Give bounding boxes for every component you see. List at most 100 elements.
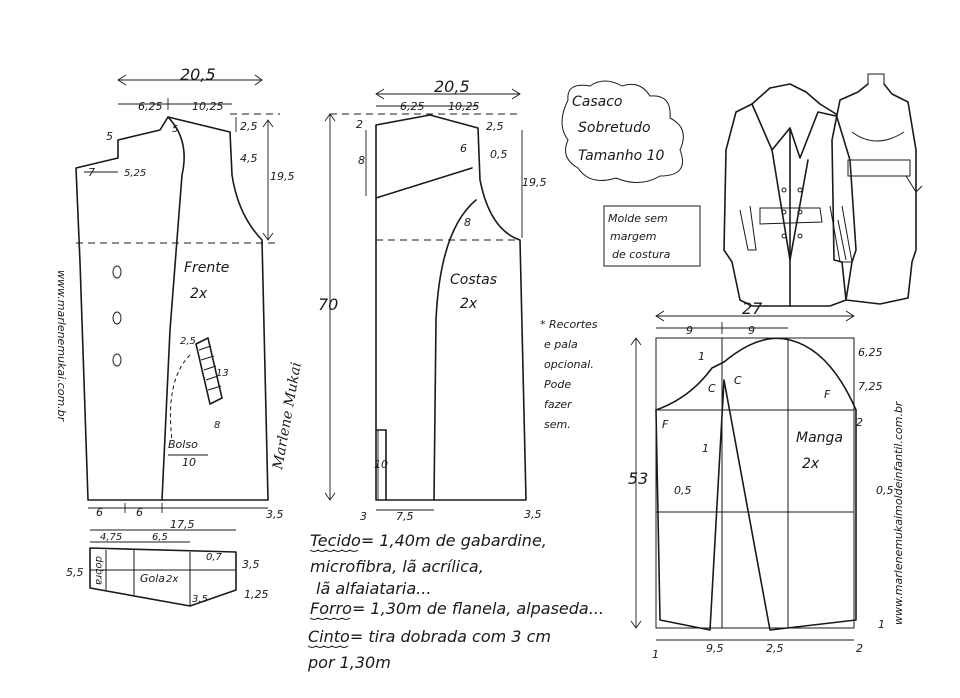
svg-text:19,5: 19,5	[522, 176, 547, 189]
back-piece: 20,5 6,25 10,25 2 2,5 8 6 0,5 19,5 8 70 …	[318, 77, 547, 523]
svg-text:C: C	[708, 382, 716, 395]
back-label: Costas	[450, 272, 497, 288]
svg-text:5,25: 5,25	[124, 168, 146, 179]
svg-text:sem.: sem.	[544, 418, 571, 431]
sleeve-piece: 27 9 9 6,25 7,25 53 1 C C F F 2 1 Manga …	[628, 299, 894, 661]
svg-text:1: 1	[698, 350, 705, 363]
watermark-right: www.marlenemukaimoldeinfantil.com.br	[892, 400, 905, 625]
fabric-notes: Tecido= 1,40m de gabardine, microfibra, …	[307, 531, 604, 672]
button-2	[112, 311, 122, 325]
sleeve-cap	[655, 337, 857, 411]
svg-text:Tecido= 1,40m de gabardine,: Tecido= 1,40m de gabardine,	[310, 531, 547, 550]
svg-text:lã alfaiataria...: lã alfaiataria...	[316, 579, 431, 598]
svg-text:Molde sem: Molde sem	[608, 212, 668, 225]
optional-note: * Recortes e pala opcional. Pode fazer s…	[540, 318, 598, 431]
front-label: Frente	[184, 260, 229, 276]
svg-text:3,5: 3,5	[266, 508, 284, 521]
svg-text:dobra: dobra	[93, 556, 104, 585]
svg-text:17,5: 17,5	[170, 518, 195, 531]
front-outline	[75, 116, 269, 501]
button-3	[112, 353, 122, 367]
front-center-line	[161, 116, 185, 501]
svg-text:6,25: 6,25	[138, 100, 163, 113]
svg-text:2: 2	[856, 416, 863, 429]
svg-text:19,5: 19,5	[270, 170, 295, 183]
svg-text:10: 10	[182, 456, 196, 469]
svg-text:Cinto= tira dobrada com 3 cm: Cinto= tira dobrada com 3 cm	[308, 627, 551, 646]
svg-text:6,5: 6,5	[152, 532, 168, 543]
sleeve-label: Manga	[796, 430, 843, 446]
svg-text:2,5: 2,5	[766, 642, 784, 655]
svg-text:53: 53	[628, 469, 648, 488]
back-total-length: 70	[318, 295, 338, 314]
svg-text:3,5: 3,5	[524, 508, 542, 521]
title-line-1: Casaco	[572, 94, 623, 110]
svg-text:0,7: 0,7	[206, 552, 223, 563]
svg-text:6: 6	[136, 506, 143, 519]
back-outline	[375, 114, 527, 501]
svg-text:13: 13	[216, 368, 229, 379]
svg-text:opcional.: opcional.	[544, 358, 594, 371]
svg-text:* Recortes: * Recortes	[540, 318, 598, 331]
title-line-2: Sobretudo	[578, 120, 651, 136]
sleeve-outline	[655, 379, 857, 631]
svg-text:2,5: 2,5	[180, 336, 196, 347]
svg-text:por 1,30m: por 1,30m	[307, 653, 391, 672]
back-yoke-line	[375, 167, 473, 199]
svg-text:7: 7	[88, 166, 95, 179]
svg-text:8: 8	[464, 216, 471, 229]
svg-text:6: 6	[96, 506, 103, 519]
svg-text:1: 1	[878, 618, 885, 631]
pocket-curve	[169, 354, 191, 441]
pocket-welt	[195, 337, 223, 405]
signature: Marlene Mukai	[270, 361, 305, 472]
svg-text:2,5: 2,5	[486, 120, 504, 133]
button-1	[112, 265, 122, 279]
svg-text:3,5: 3,5	[242, 558, 260, 571]
svg-text:2: 2	[356, 118, 363, 131]
svg-text:9: 9	[748, 324, 755, 337]
svg-text:2x: 2x	[802, 456, 820, 472]
svg-text:4,5: 4,5	[240, 152, 258, 165]
svg-text:7,25: 7,25	[858, 380, 883, 393]
svg-text:1,25: 1,25	[244, 588, 269, 601]
pocket-label: Bolso	[168, 438, 198, 451]
cinto-label: Cinto	[308, 627, 350, 646]
svg-text:2x: 2x	[190, 286, 208, 302]
collar-outline	[89, 547, 237, 607]
svg-text:9: 9	[686, 324, 693, 337]
svg-text:microfibra, lã acrílica,: microfibra, lã acrílica,	[310, 557, 484, 576]
svg-text:3,5: 3,5	[192, 594, 208, 605]
svg-text:2,5: 2,5	[240, 120, 258, 133]
svg-text:3: 3	[360, 510, 367, 523]
tecido-label: Tecido	[310, 531, 361, 550]
svg-text:5: 5	[106, 130, 113, 143]
front-piece: 20,5 6,25 10,25 5 5 2,5 4,5 19,5 7 5,25 …	[75, 65, 295, 521]
title-cloud: Casaco Sobretudo Tamanho 10	[561, 80, 684, 183]
svg-text:5,5: 5,5	[66, 566, 84, 579]
svg-text:0,5: 0,5	[490, 148, 508, 161]
svg-text:20,5: 20,5	[434, 77, 470, 96]
svg-text:10,25: 10,25	[448, 100, 480, 113]
back-princess-line	[433, 199, 477, 501]
svg-text:9,5: 9,5	[706, 642, 724, 655]
svg-text:F: F	[824, 388, 831, 401]
coat-illustration-front	[723, 83, 857, 307]
svg-text:8: 8	[214, 420, 220, 431]
svg-text:margem: margem	[610, 230, 656, 243]
no-seam-note: Molde sem margem de costura	[603, 205, 701, 267]
svg-text:7,5: 7,5	[396, 510, 414, 523]
svg-text:8: 8	[358, 154, 365, 167]
forro-label: Forro	[310, 599, 352, 618]
svg-text:6,25: 6,25	[858, 346, 883, 359]
collar-piece: 17,5 4,75 6,5 5,5 dobra Gola 2x 0,7 3,5 …	[66, 518, 269, 607]
watermark-left: www.marlenemukai.com.br	[55, 270, 68, 423]
collar-label: Gola	[140, 572, 165, 585]
svg-text:6: 6	[460, 142, 467, 155]
svg-text:fazer: fazer	[544, 398, 573, 411]
svg-text:0,5: 0,5	[674, 484, 692, 497]
front-top-width: 20,5	[180, 65, 216, 84]
svg-text:5: 5	[172, 124, 178, 135]
